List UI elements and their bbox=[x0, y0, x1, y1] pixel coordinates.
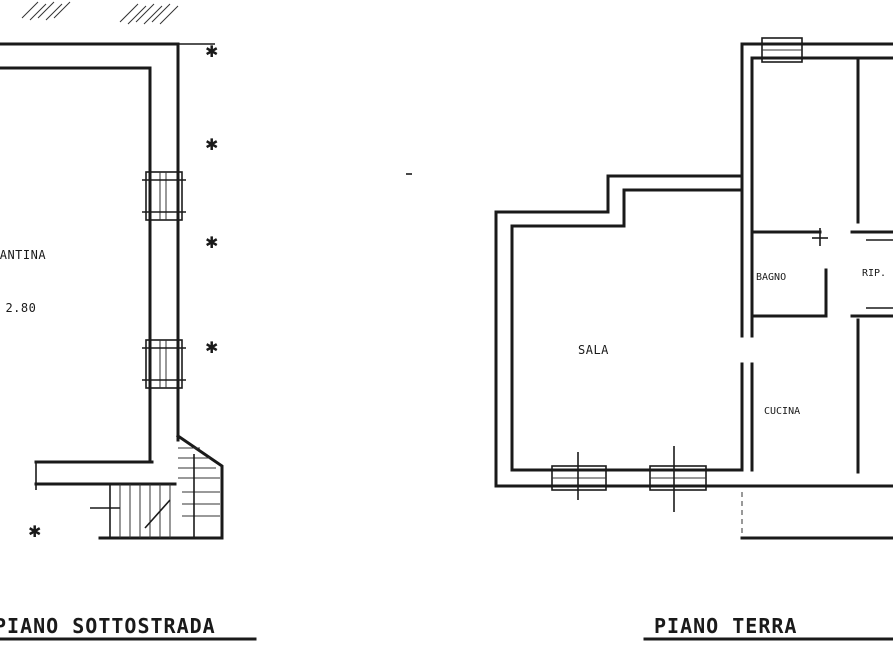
right-walls bbox=[494, 42, 893, 540]
room-height-label: h 2.80 bbox=[0, 301, 36, 315]
room-label-cucina: CUCINA bbox=[764, 406, 800, 417]
right-plan: SALA BAGNO CUCINA RIP. PIANO TERRA bbox=[494, 37, 893, 641]
room-label-cantina: CANTINA bbox=[0, 248, 46, 262]
title-piano-terra: PIANO TERRA bbox=[654, 614, 797, 638]
staircase bbox=[90, 433, 224, 540]
left-plan: ✱ ✱ ✱ ✱ ✱ CANTINA h 2.80 PIANO SOTTOSTRA… bbox=[0, 1, 257, 641]
axis-mark-3: ✱ bbox=[205, 233, 218, 252]
left-windows bbox=[142, 171, 186, 389]
room-label-sala: SALA bbox=[578, 343, 609, 357]
axis-mark-2: ✱ bbox=[205, 135, 218, 154]
left-walls bbox=[0, 42, 215, 490]
axis-mark-5: ✱ bbox=[28, 522, 41, 541]
axis-mark-4: ✱ bbox=[205, 338, 218, 357]
room-label-bagno: BAGNO bbox=[756, 272, 786, 283]
title-piano-sottostrada: PIANO SOTTOSTRADA bbox=[0, 614, 216, 638]
right-windows bbox=[551, 37, 828, 512]
hatch-marks bbox=[21, 1, 179, 25]
room-label-ripostiglio: RIP. bbox=[862, 268, 886, 279]
axis-mark-1: ✱ bbox=[205, 42, 218, 61]
